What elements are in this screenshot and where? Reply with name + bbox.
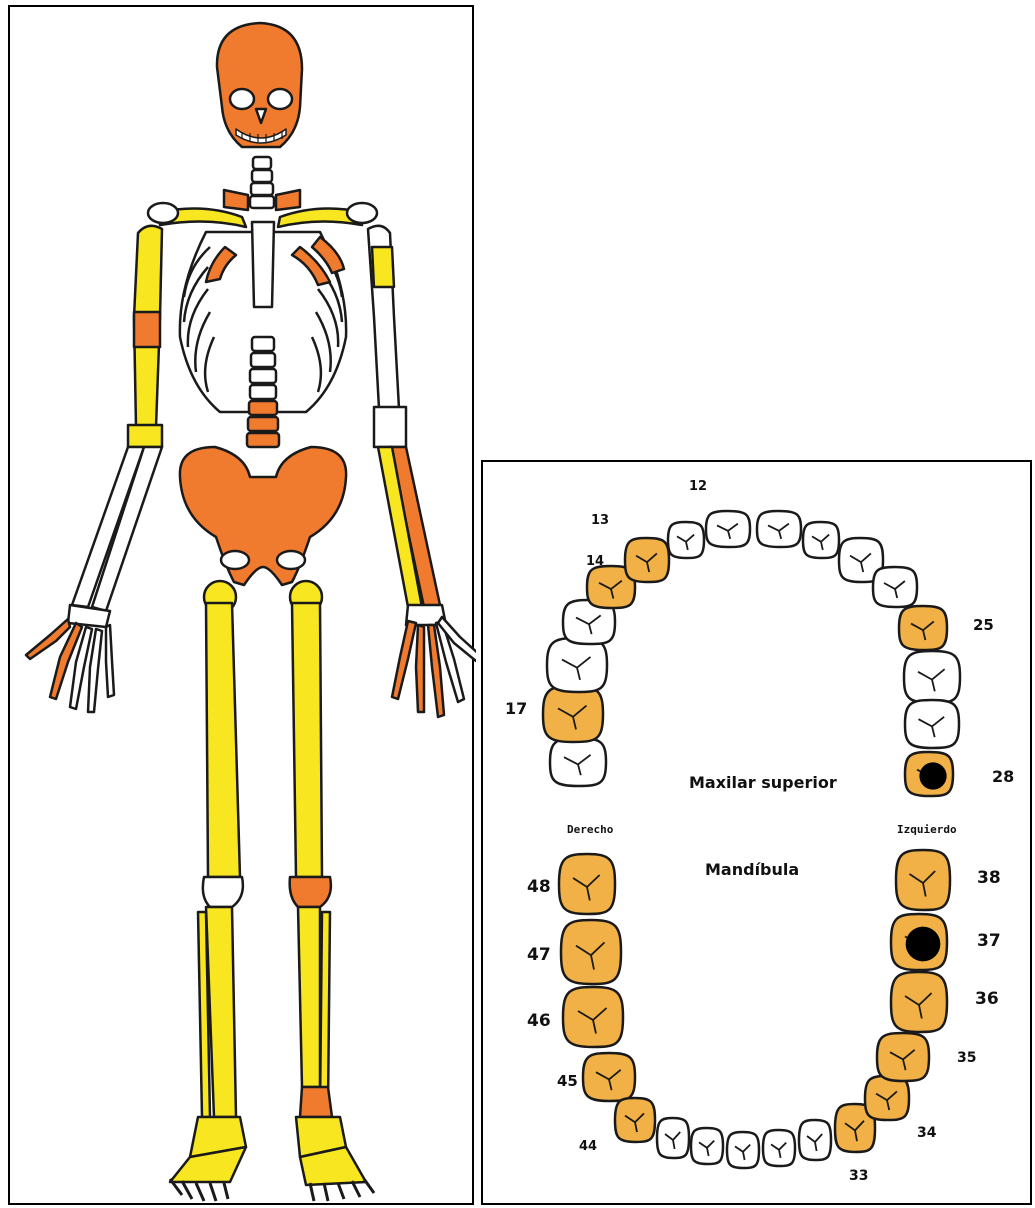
tooth-crown	[799, 1120, 831, 1160]
skeleton-diagram	[8, 5, 474, 1205]
tooth-number-17: 17	[505, 699, 527, 718]
tooth-37	[891, 914, 947, 970]
tooth-41	[727, 1132, 759, 1168]
tooth-crown	[905, 700, 959, 748]
teeth-layer	[543, 511, 960, 1168]
left-leg	[290, 581, 374, 1201]
lumbar-spine	[247, 337, 279, 447]
tooth-13	[625, 538, 669, 582]
tooth-crown	[896, 850, 950, 910]
right-shoulder	[148, 203, 178, 223]
tooth-number-38: 38	[977, 868, 1001, 888]
left-shoulder	[347, 203, 377, 223]
tooth-22	[803, 522, 839, 558]
tooth-number-28: 28	[992, 767, 1014, 786]
tooth-number-33: 33	[849, 1168, 868, 1184]
tooth-number-12: 12	[689, 479, 707, 494]
tooth-18	[550, 738, 606, 786]
tooth-48	[559, 854, 615, 914]
tooth-16	[547, 638, 607, 692]
tooth-35	[877, 1033, 929, 1081]
tooth-crown	[543, 686, 603, 742]
tooth-crown	[563, 987, 623, 1047]
right-leg	[170, 581, 246, 1201]
tooth-crown	[899, 606, 947, 650]
tooth-number-36: 36	[975, 989, 999, 1009]
tooth-crown	[757, 511, 801, 547]
tooth-crown	[559, 854, 615, 914]
right-side-label: Derecho	[567, 823, 614, 836]
left-side-label: Izquierdo	[897, 823, 957, 836]
tooth-34	[865, 1076, 909, 1120]
tooth-crown	[727, 1132, 759, 1168]
tooth-crown	[763, 1130, 795, 1166]
tooth-42	[691, 1128, 723, 1164]
tooth-number-13: 13	[591, 513, 609, 528]
tooth-crown	[657, 1118, 689, 1158]
tooth-crown	[583, 1053, 635, 1101]
skeleton-drawing	[10, 7, 476, 1207]
tooth-11	[706, 511, 750, 547]
tooth-44	[615, 1098, 655, 1142]
tooth-38	[896, 850, 950, 910]
tooth-crown	[891, 972, 947, 1032]
tooth-32	[799, 1120, 831, 1160]
tooth-24	[873, 567, 917, 607]
tooth-crown	[625, 538, 669, 582]
tooth-28	[905, 752, 953, 796]
tooth-number-25: 25	[973, 616, 994, 634]
tooth-25	[899, 606, 947, 650]
tooth-45	[583, 1053, 635, 1101]
tooth-crown	[615, 1098, 655, 1142]
tooth-46	[563, 987, 623, 1047]
tooth-crown	[803, 522, 839, 558]
left-arm	[368, 226, 476, 717]
lower-jaw-label: Mandíbula	[705, 860, 799, 879]
upper-jaw-label: Maxilar superior	[689, 773, 837, 792]
dental-drawing: Maxilar superior Mandíbula Derecho Izqui…	[483, 462, 1034, 1207]
lesion-mark	[906, 927, 941, 962]
pelvis	[180, 447, 346, 585]
tooth-crown	[865, 1076, 909, 1120]
tooth-17	[543, 686, 603, 742]
tooth-number-37: 37	[977, 931, 1001, 951]
tooth-crown	[904, 651, 960, 703]
tooth-crown	[706, 511, 750, 547]
tooth-27	[905, 700, 959, 748]
tooth-crown	[691, 1128, 723, 1164]
tooth-number-48: 48	[527, 877, 551, 897]
tooth-36	[891, 972, 947, 1032]
skull	[217, 23, 302, 147]
lesion-mark	[919, 762, 946, 789]
tooth-number-35: 35	[957, 1050, 976, 1066]
tooth-12	[668, 522, 704, 558]
tooth-number-14: 14	[586, 554, 604, 569]
tooth-47	[561, 920, 621, 984]
tooth-number-44: 44	[579, 1139, 597, 1154]
tooth-31	[763, 1130, 795, 1166]
tooth-number-34: 34	[917, 1125, 937, 1141]
tooth-21	[757, 511, 801, 547]
dental-chart: Maxilar superior Mandíbula Derecho Izqui…	[481, 460, 1032, 1205]
tooth-crown	[873, 567, 917, 607]
tooth-crown	[550, 738, 606, 786]
tooth-crown	[668, 522, 704, 558]
right-arm	[26, 226, 162, 712]
cervical-spine	[250, 157, 274, 208]
tooth-number-47: 47	[527, 945, 551, 965]
tooth-crown	[561, 920, 621, 984]
tooth-crown	[877, 1033, 929, 1081]
tooth-crown	[547, 638, 607, 692]
tooth-number-46: 46	[527, 1011, 551, 1031]
tooth-number-45: 45	[557, 1072, 578, 1090]
tooth-43	[657, 1118, 689, 1158]
tooth-26	[904, 651, 960, 703]
